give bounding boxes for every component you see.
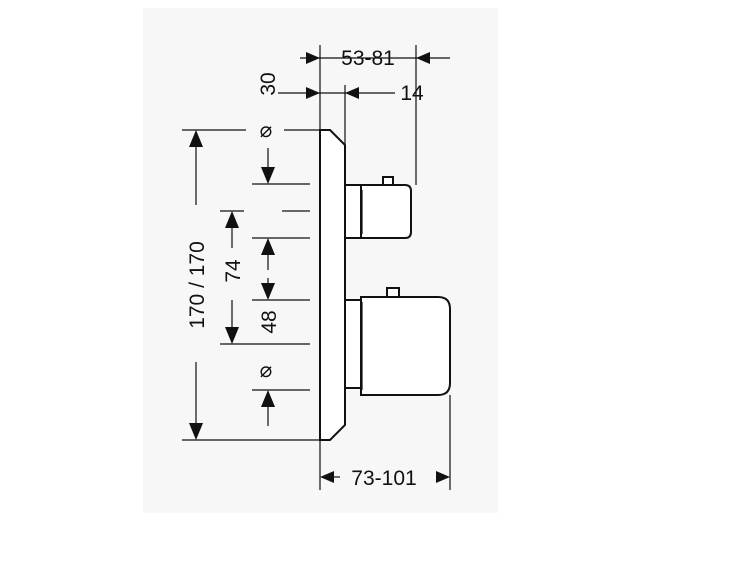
upper-knob-marker bbox=[382, 176, 394, 186]
label-top-offset: 30 bbox=[257, 72, 280, 95]
label-top-width: 53-81 bbox=[341, 47, 395, 70]
dimension-top-offset: 30 14 bbox=[257, 72, 424, 145]
upper-knob-stem bbox=[344, 184, 362, 239]
dimension-lower-offset: 48 bbox=[252, 278, 310, 334]
diameter-symbol-lower: ⌀ bbox=[260, 359, 273, 382]
dimension-upper-knob bbox=[252, 148, 310, 270]
label-lower-offset: 48 bbox=[258, 310, 281, 333]
dimension-top-width: 53-81 bbox=[300, 45, 450, 185]
lower-knob-marker bbox=[386, 287, 400, 298]
dimension-center-spacing: 74 bbox=[220, 210, 310, 345]
label-center-spacing: 74 bbox=[222, 259, 245, 283]
lower-knob-stem bbox=[344, 299, 362, 389]
lower-knob bbox=[360, 296, 451, 396]
label-overall-height: 170 / 170 bbox=[186, 241, 209, 329]
dimension-overall-height: 170 / 170 bbox=[182, 129, 320, 441]
dimension-lower-knob bbox=[252, 389, 310, 426]
label-bottom-width: 73-101 bbox=[351, 467, 416, 490]
label-top-small: 14 bbox=[400, 82, 424, 105]
cover-plate bbox=[319, 129, 346, 441]
fixture-outline bbox=[319, 129, 451, 441]
upper-knob bbox=[360, 184, 412, 239]
diameter-symbol-upper: ⌀ bbox=[260, 119, 273, 142]
dimension-bottom-width: 73-101 bbox=[319, 395, 451, 490]
